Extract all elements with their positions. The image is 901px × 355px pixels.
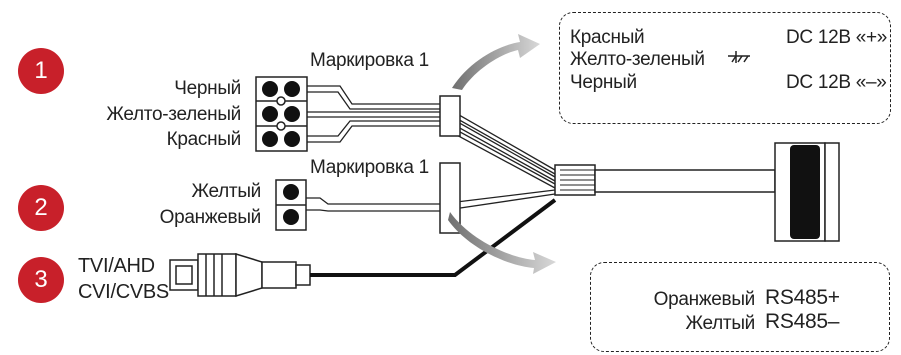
ground-icon — [726, 51, 752, 74]
wire-label-yellow-green: Желто-зеленый — [106, 104, 241, 125]
camera-seal — [790, 145, 820, 239]
bnc-connector — [169, 252, 311, 298]
power-row-name-yellow-green: Желто-зеленый — [570, 49, 705, 70]
marking-label-2: Маркировка 1 — [310, 157, 429, 178]
rs485-row-value-plus: RS485+ — [765, 286, 840, 309]
power-connector — [255, 76, 308, 152]
power-row-value-plus: DC 12В «+» — [786, 27, 888, 48]
badge-3: 3 — [18, 257, 64, 303]
arrow-to-power-box — [452, 34, 540, 90]
power-info-box: Красный DC 12В «+» Желто-зеленый Черный … — [559, 12, 891, 124]
badge-2: 2 — [18, 185, 64, 231]
rs485-connector — [275, 179, 307, 231]
wire-label-black: Черный — [174, 78, 241, 99]
marking-label-1: Маркировка 1 — [310, 50, 429, 71]
rs485-info-box: Оранжевый RS485+ Желтый RS485– — [590, 262, 890, 352]
marking-sleeve-1 — [439, 95, 461, 137]
badge-1: 1 — [18, 48, 64, 94]
rs485-row-value-minus: RS485– — [765, 310, 840, 333]
video-label-tvi-ahd: TVI/AHD — [78, 255, 155, 277]
main-cable — [594, 169, 776, 193]
coax-cable — [310, 198, 557, 277]
rs485-row-name-orange: Оранжевый — [653, 289, 756, 310]
rs485-wires — [306, 189, 556, 212]
rs485-row-name-yellow: Желтый — [685, 313, 755, 334]
wire-label-yellow: Желтый — [191, 181, 261, 202]
power-row-name-red: Красный — [570, 27, 645, 48]
wire-label-orange: Оранжевый — [159, 207, 262, 228]
power-row-name-black: Черный — [570, 72, 637, 93]
wire-label-red: Красный — [166, 129, 242, 150]
marking-sleeve-2 — [439, 162, 461, 234]
power-row-value-minus: DC 12В «–» — [786, 72, 887, 93]
video-label-cvi-cvbs: CVI/CVBS — [78, 281, 169, 303]
arrow-to-rs485-box — [448, 212, 556, 274]
